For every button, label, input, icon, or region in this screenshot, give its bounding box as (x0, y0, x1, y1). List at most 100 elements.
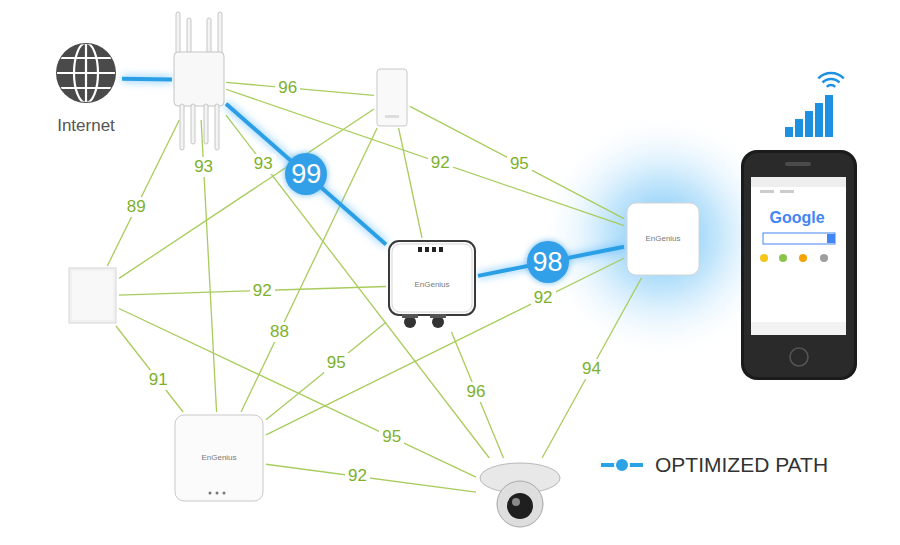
mesh-link (116, 326, 183, 412)
optimized-score: 99 (285, 153, 327, 195)
internet-node: Internet (50, 40, 122, 140)
signal-icon (805, 111, 813, 137)
signal-icon (785, 127, 793, 137)
mesh-link (266, 258, 624, 435)
smartphone-figure (790, 348, 808, 366)
small-access-point-figure (377, 69, 407, 126)
dome-camera (476, 458, 564, 538)
small-access-point-figure (377, 69, 407, 126)
brand-logo: EnGenius (414, 280, 449, 289)
ceiling-access-point: EnGenius (624, 200, 702, 278)
ceiling-access-point-figure (175, 415, 263, 501)
outdoor-access-point: EnGenius (386, 238, 478, 332)
optimized-link (226, 104, 386, 245)
wall-plate-access-point-figure (69, 268, 116, 323)
signal-icon (785, 73, 844, 137)
ceiling-access-point-figure (209, 492, 212, 495)
outdoor-access-point-figure (215, 104, 219, 150)
link-score: 95 (507, 154, 532, 174)
link-score: 88 (267, 322, 292, 342)
smartphone-figure (751, 177, 846, 335)
mesh-link (226, 115, 489, 458)
outdoor-access-point-figure (389, 241, 475, 328)
smartphone-figure (827, 234, 835, 243)
optimized-link (122, 77, 172, 82)
smartphone-figure (741, 150, 857, 380)
dome-camera-figure (512, 498, 520, 506)
outdoor-access-point-figure (191, 104, 195, 144)
dome-camera-figure (507, 493, 533, 519)
mesh-link (542, 278, 641, 458)
outdoor-access-point-figure (402, 314, 418, 318)
smartphone-figure (780, 190, 794, 193)
outdoor-access-point-figure (204, 104, 208, 144)
mesh-link (241, 128, 377, 412)
smartphone-figure (760, 254, 768, 262)
ceiling-access-point-figure (627, 203, 699, 275)
optimized-score: 98 (527, 241, 569, 283)
globe-icon (52, 57, 120, 59)
link-score: 96 (464, 382, 489, 402)
signal-icon (818, 73, 843, 78)
link-score: 93 (251, 154, 276, 174)
brand-logo: EnGenius (645, 234, 680, 243)
dome-camera-figure (480, 463, 560, 527)
globe-icon (52, 40, 120, 106)
link-score: 95 (324, 353, 349, 373)
legend-line-sample (601, 458, 643, 472)
mesh-link (410, 106, 624, 218)
signal-icon (825, 95, 833, 137)
legend-text: OPTIMIZED PATH (655, 453, 828, 477)
outdoor-access-point-figure (432, 247, 436, 252)
smartphone-figure (799, 254, 807, 262)
link-score: 92 (428, 153, 453, 173)
outdoor-access-point-figure (174, 52, 224, 106)
mesh-link (266, 464, 476, 492)
wall-plate-access-point-figure (72, 271, 113, 320)
outdoor-access-point-figure (174, 12, 224, 150)
outdoor-access-point-figure (176, 12, 180, 56)
outdoor-access-point-figure (439, 247, 443, 252)
outdoor-access-point-figure (207, 18, 211, 56)
link-score: 96 (275, 78, 300, 98)
link-score: 95 (379, 427, 404, 447)
mesh-link (119, 109, 374, 278)
dome-camera-figure (497, 481, 543, 527)
globe-icon (52, 72, 120, 74)
link-score: 92 (250, 281, 275, 301)
ceiling-access-point-figure (223, 492, 226, 495)
link-score: 94 (579, 359, 604, 379)
wall-plate-access-point-figure (69, 268, 116, 323)
wall-plate-access-point (66, 266, 119, 326)
signal-icon (827, 85, 835, 87)
smartphone-figure (751, 177, 846, 187)
smartphone-figure (820, 254, 828, 262)
outdoor-access-point-figure (430, 314, 446, 318)
brand-logo: EnGenius (201, 453, 236, 462)
globe-icon (52, 87, 120, 89)
outdoor-access-point-figure (392, 244, 472, 312)
node-caption: Internet (57, 116, 115, 136)
mesh-link (107, 120, 179, 266)
ceiling-access-point-figure (627, 203, 699, 275)
outdoor-access-point-figure (389, 241, 475, 315)
link-score: 92 (531, 288, 556, 308)
smartphone-figure (741, 150, 857, 380)
outdoor-access-point-figure (218, 12, 222, 56)
globe-icon (52, 40, 120, 106)
access-point (374, 66, 410, 128)
link-score: 89 (124, 197, 149, 217)
legend-line-sample (615, 458, 629, 472)
outdoor-access-point-figure (187, 18, 191, 56)
screen-logo: Google (769, 209, 824, 227)
smartphone-figure (744, 153, 854, 377)
signal-icon (815, 103, 823, 137)
outdoor-access-point-figure (425, 247, 429, 252)
outdoor-access-point-figure (180, 104, 184, 150)
smartphone-figure (779, 254, 787, 262)
link-score: 91 (146, 370, 171, 390)
signal-icon (823, 79, 840, 83)
mesh-link (399, 128, 422, 238)
link-score: 92 (345, 466, 370, 486)
